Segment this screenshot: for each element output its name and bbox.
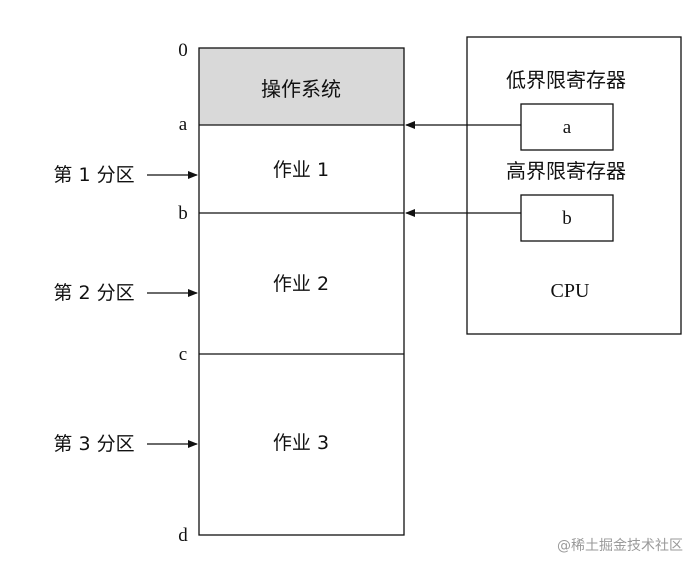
upper-register-box xyxy=(520,194,614,242)
job-2-label: 作业 2 xyxy=(273,273,329,295)
boundary-label-a: a xyxy=(179,114,188,135)
lower-register-box xyxy=(520,103,614,151)
cpu-outline xyxy=(466,36,682,335)
partition-3-label: 第 3 分区 xyxy=(53,433,134,455)
cpu-label: CPU xyxy=(551,280,590,302)
upper-register-value: b xyxy=(562,208,572,229)
boundary-label-d: d xyxy=(178,525,188,546)
lower-register-value: a xyxy=(563,117,572,138)
partition-labels: 第 1 分区 第 2 分区 第 3 分区 xyxy=(53,164,198,455)
os-region xyxy=(199,48,404,125)
os-label: 操作系统 xyxy=(261,77,341,101)
upper-register-label: 高界限寄存器 xyxy=(506,159,626,183)
boundary-label-0: 0 xyxy=(178,40,188,61)
lower-register-label: 低界限寄存器 xyxy=(506,68,626,92)
job-3-label: 作业 3 xyxy=(273,432,329,454)
partition-2-label: 第 2 分区 xyxy=(53,282,134,304)
boundary-label-b: b xyxy=(178,203,188,224)
boundary-label-c: c xyxy=(179,344,187,365)
boundary-labels: 0 a b c d xyxy=(178,40,188,546)
job-1-label: 作业 1 xyxy=(273,159,329,181)
memory-column: 操作系统 作业 1 作业 2 作业 3 xyxy=(198,47,405,536)
memory-outline xyxy=(198,47,405,536)
watermark-text: @稀土掘金技术社区 xyxy=(557,538,683,554)
partition-1-label: 第 1 分区 xyxy=(53,164,134,186)
cpu-box: 低界限寄存器 a 高界限寄存器 b CPU xyxy=(466,36,682,335)
